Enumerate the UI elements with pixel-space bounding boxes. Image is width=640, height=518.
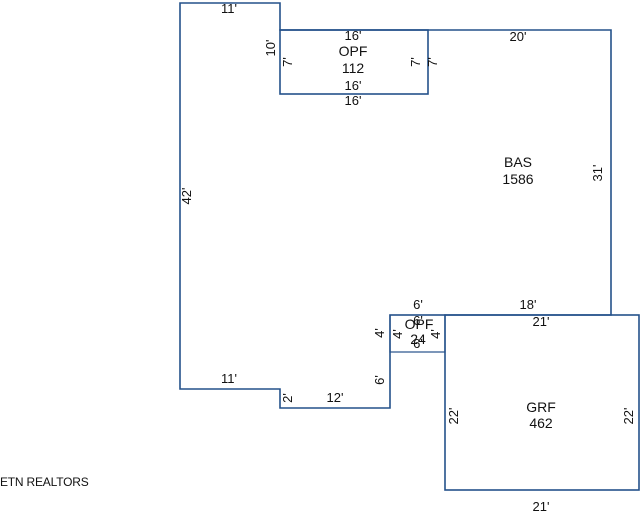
- dim-bas-bottom-right: 18': [520, 297, 537, 312]
- bas-outline: [179, 2, 612, 409]
- opf-small-porch-code-label: OPF: [405, 316, 434, 332]
- dim-opf-porch-right-outer: 7': [425, 57, 440, 67]
- dim-bas-top-left: 11': [221, 1, 237, 16]
- grf-area-value: 462: [529, 415, 553, 431]
- opf-porch-code-label: OPF: [339, 43, 368, 59]
- dim-bas-bottom-left: 11': [221, 371, 237, 386]
- dim-grf-bottom: 21': [533, 499, 550, 514]
- bas-area-value: 1586: [502, 171, 533, 187]
- dim-bas-bottom-mid: 12': [327, 390, 344, 405]
- dim-grf-top: 21': [533, 314, 550, 329]
- grf-garage-outline: [444, 314, 640, 491]
- dim-opf-porch-left-outer: 10': [263, 40, 278, 57]
- dim-bas-left: 42': [179, 188, 194, 205]
- dim-grf-right: 22': [621, 408, 636, 425]
- dim-opf-porch-left-inner: 7': [280, 57, 295, 67]
- dim-bas-step-small: 2': [280, 393, 295, 403]
- opf-small-porch-outline: [389, 314, 446, 353]
- dim-bas-right: 31': [590, 165, 605, 182]
- watermark-text: ETN REALTORS: [0, 475, 89, 489]
- dim-opf-small-top-outer: 6': [413, 297, 423, 312]
- opf-porch-area-value: 112: [342, 60, 365, 76]
- dim-opf-small-left-outer: 4': [372, 328, 387, 338]
- dim-opf-small-left-inner: 4': [390, 329, 405, 339]
- dim-bas-top-right: 20': [510, 29, 527, 44]
- dim-opf-small-top-inner: 6': [413, 313, 423, 328]
- dim-grf-left: 22': [446, 408, 461, 425]
- dim-opf-small-right-inner: 4': [428, 329, 443, 339]
- dim-bas-step-mid: 6': [372, 375, 387, 385]
- dim-opf-porch-bottom-inner: 16': [345, 78, 362, 93]
- opf-small-porch-area-value: 24: [410, 331, 426, 347]
- opf-porch-outline: [279, 29, 429, 95]
- dim-opf-small-bottom: 6': [413, 336, 423, 351]
- dim-opf-porch-top: 16': [345, 28, 362, 43]
- dim-opf-porch-bottom-outer: 16': [345, 93, 362, 108]
- grf-code-label: GRF: [526, 399, 556, 415]
- dim-opf-porch-right-inner: 7': [408, 57, 423, 67]
- bas-code-label: BAS: [504, 154, 532, 170]
